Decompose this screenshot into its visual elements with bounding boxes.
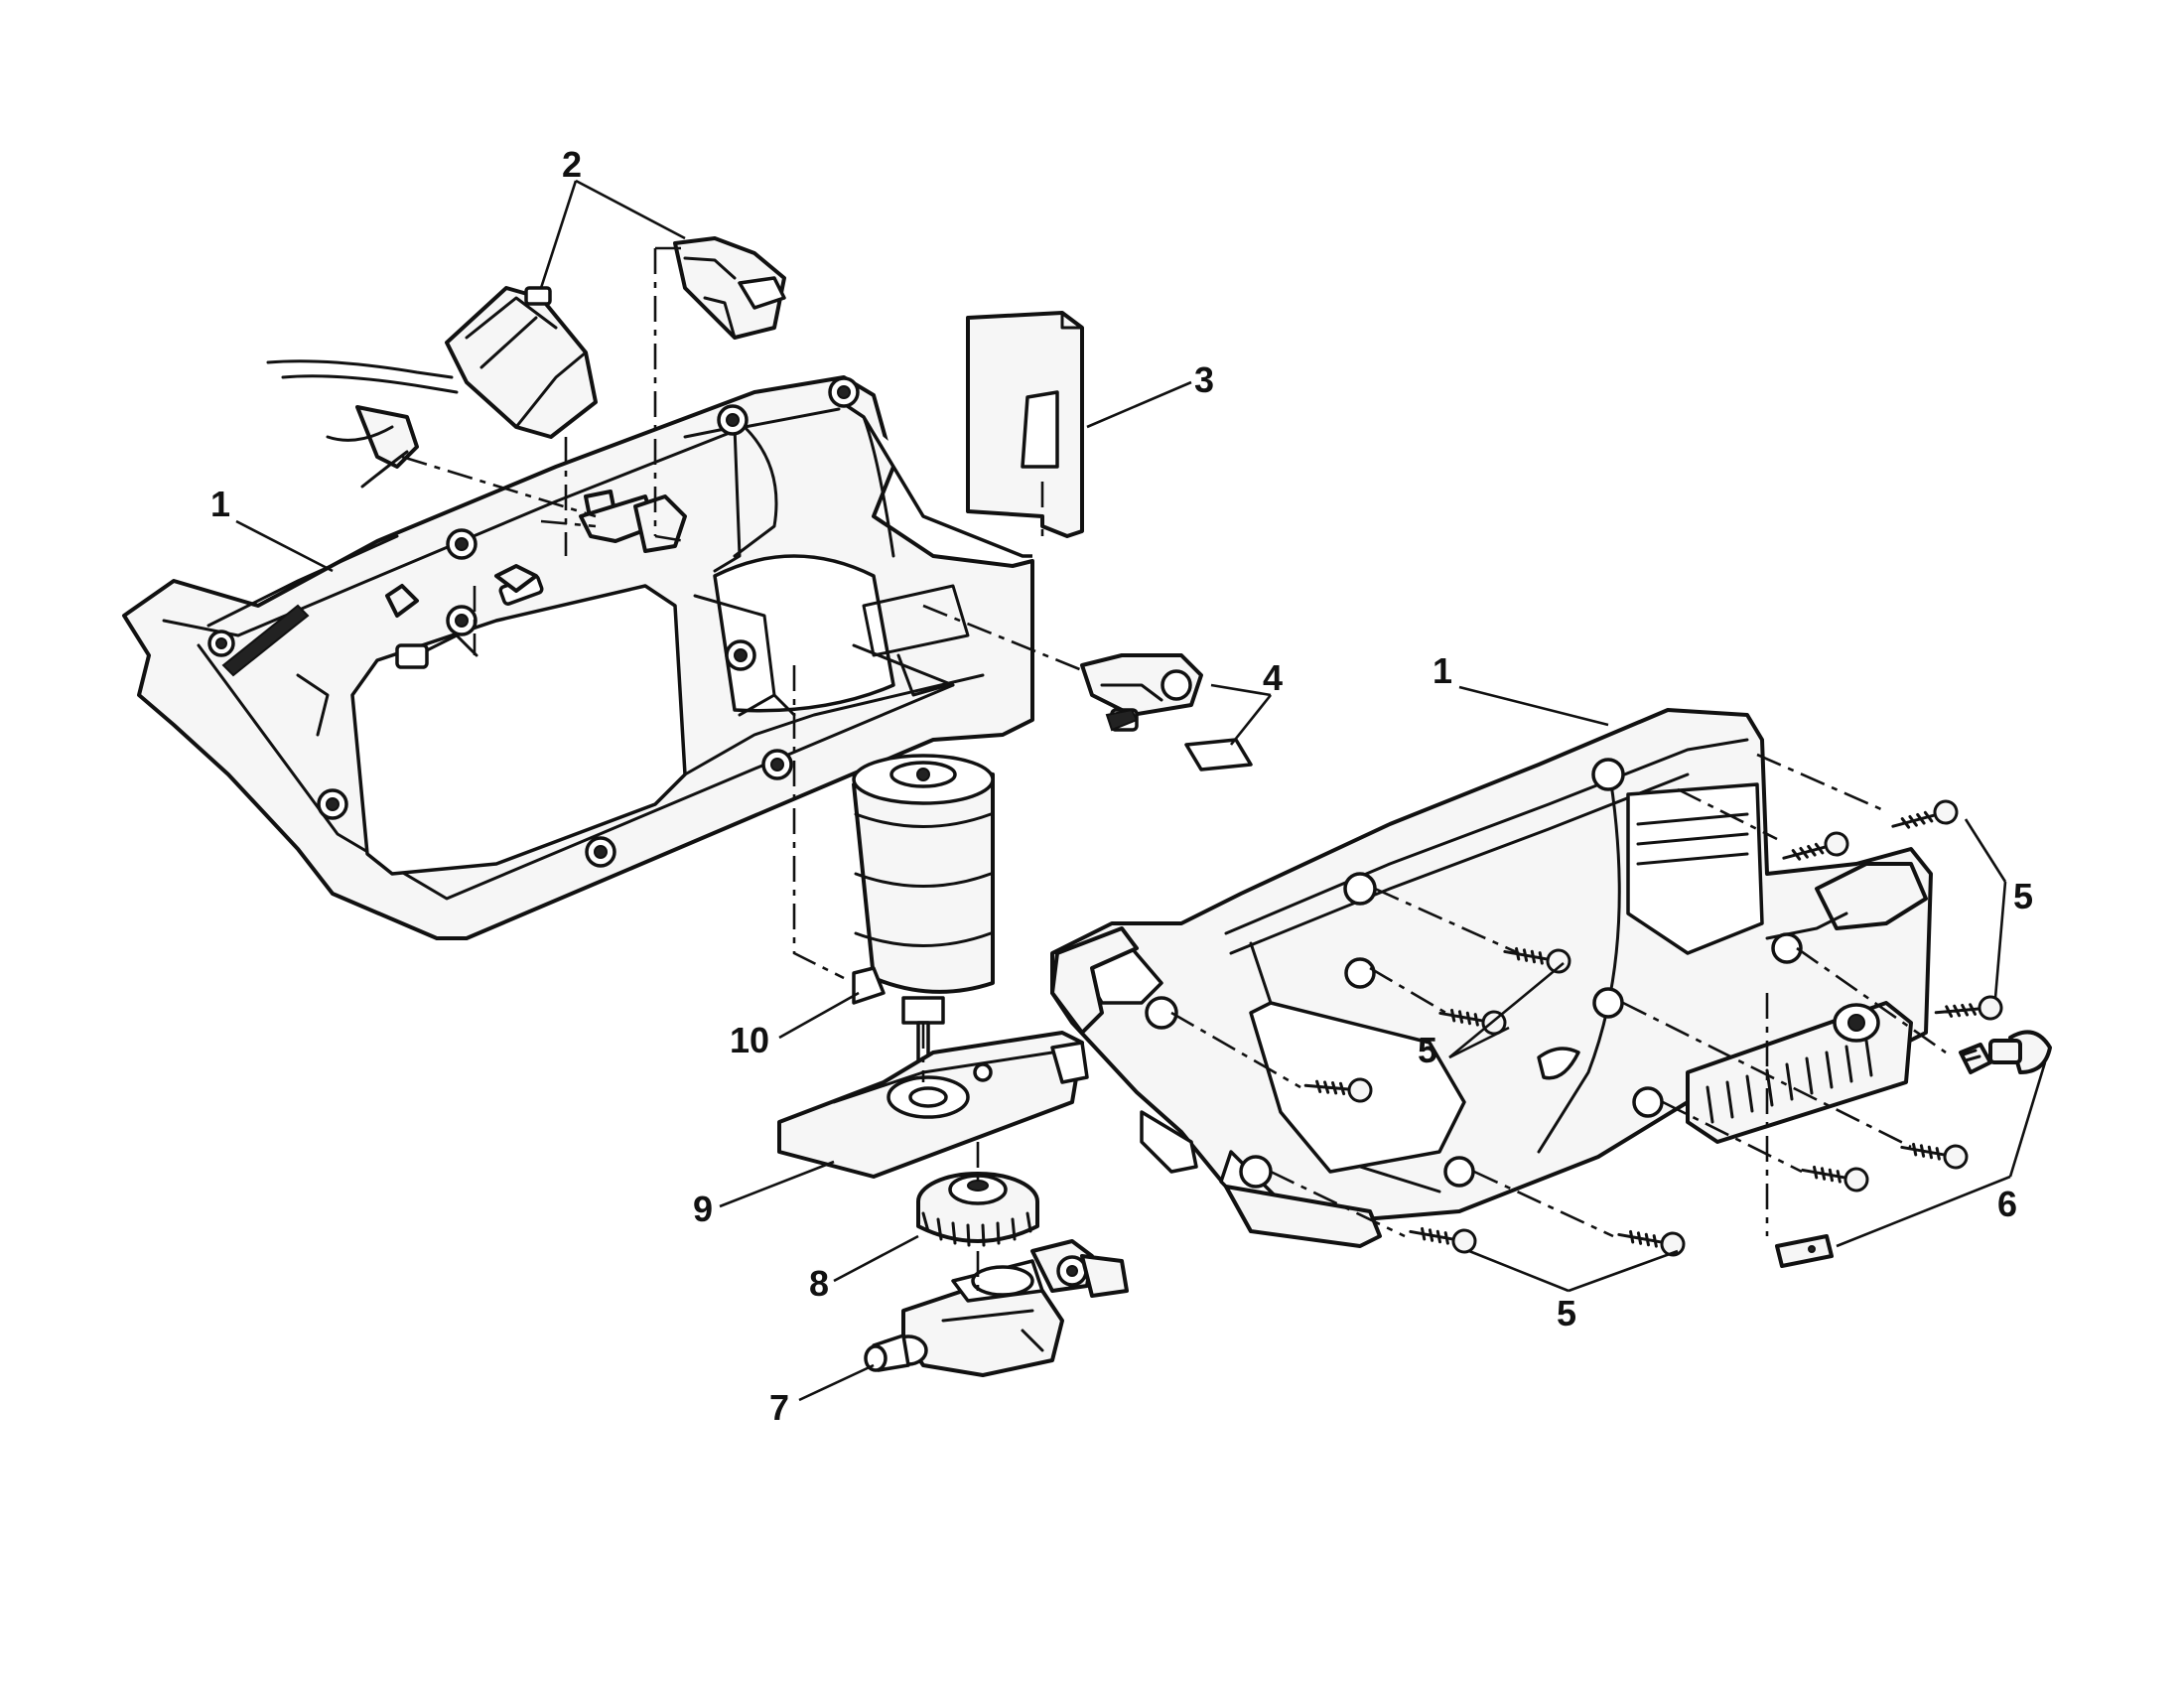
- screw: [1801, 1165, 1869, 1193]
- callout-1-right: 1: [1433, 650, 1452, 691]
- callout-3: 3: [1194, 359, 1214, 400]
- belt-clip: [966, 311, 1084, 538]
- callout-7: 7: [769, 1387, 789, 1428]
- callout-1-left: 1: [210, 484, 230, 524]
- callout-9: 9: [693, 1189, 713, 1229]
- callout-4: 4: [1263, 657, 1283, 698]
- gearbox-plate: [777, 1031, 1089, 1179]
- callout-5-bottom: 5: [1557, 1293, 1576, 1333]
- screw: [1303, 1077, 1373, 1103]
- callout-6: 6: [1997, 1184, 2017, 1224]
- spindle-assembly: [864, 1239, 1129, 1377]
- screw-set: [1303, 799, 2003, 1257]
- motor: [852, 754, 995, 1069]
- screw: [1900, 1142, 1969, 1170]
- screw: [1934, 995, 2003, 1021]
- leader-lines: [235, 179, 2047, 1402]
- assembly-lines: [401, 246, 1947, 1291]
- callout-10: 10: [730, 1020, 769, 1060]
- screw: [1782, 831, 1849, 861]
- callout-5-middle: 5: [1418, 1030, 1437, 1070]
- callout-2: 2: [562, 144, 582, 185]
- screw: [1409, 1226, 1477, 1254]
- callout-8: 8: [809, 1263, 829, 1304]
- screw: [1891, 799, 1959, 829]
- screw: [1503, 946, 1571, 974]
- callout-5-top-right: 5: [2013, 876, 2033, 916]
- screw: [1617, 1229, 1686, 1257]
- callout-labels: 1 2 3 4 1 5 5 5 6 7 8 9 10: [210, 144, 2033, 1428]
- housing-left-half: [122, 375, 1034, 940]
- gear: [916, 1172, 1039, 1247]
- switch-lock: [1080, 653, 1253, 772]
- lock-button-set: [1775, 1030, 2052, 1268]
- switch-assembly: [266, 236, 786, 618]
- housing-right-half: [1050, 708, 1933, 1248]
